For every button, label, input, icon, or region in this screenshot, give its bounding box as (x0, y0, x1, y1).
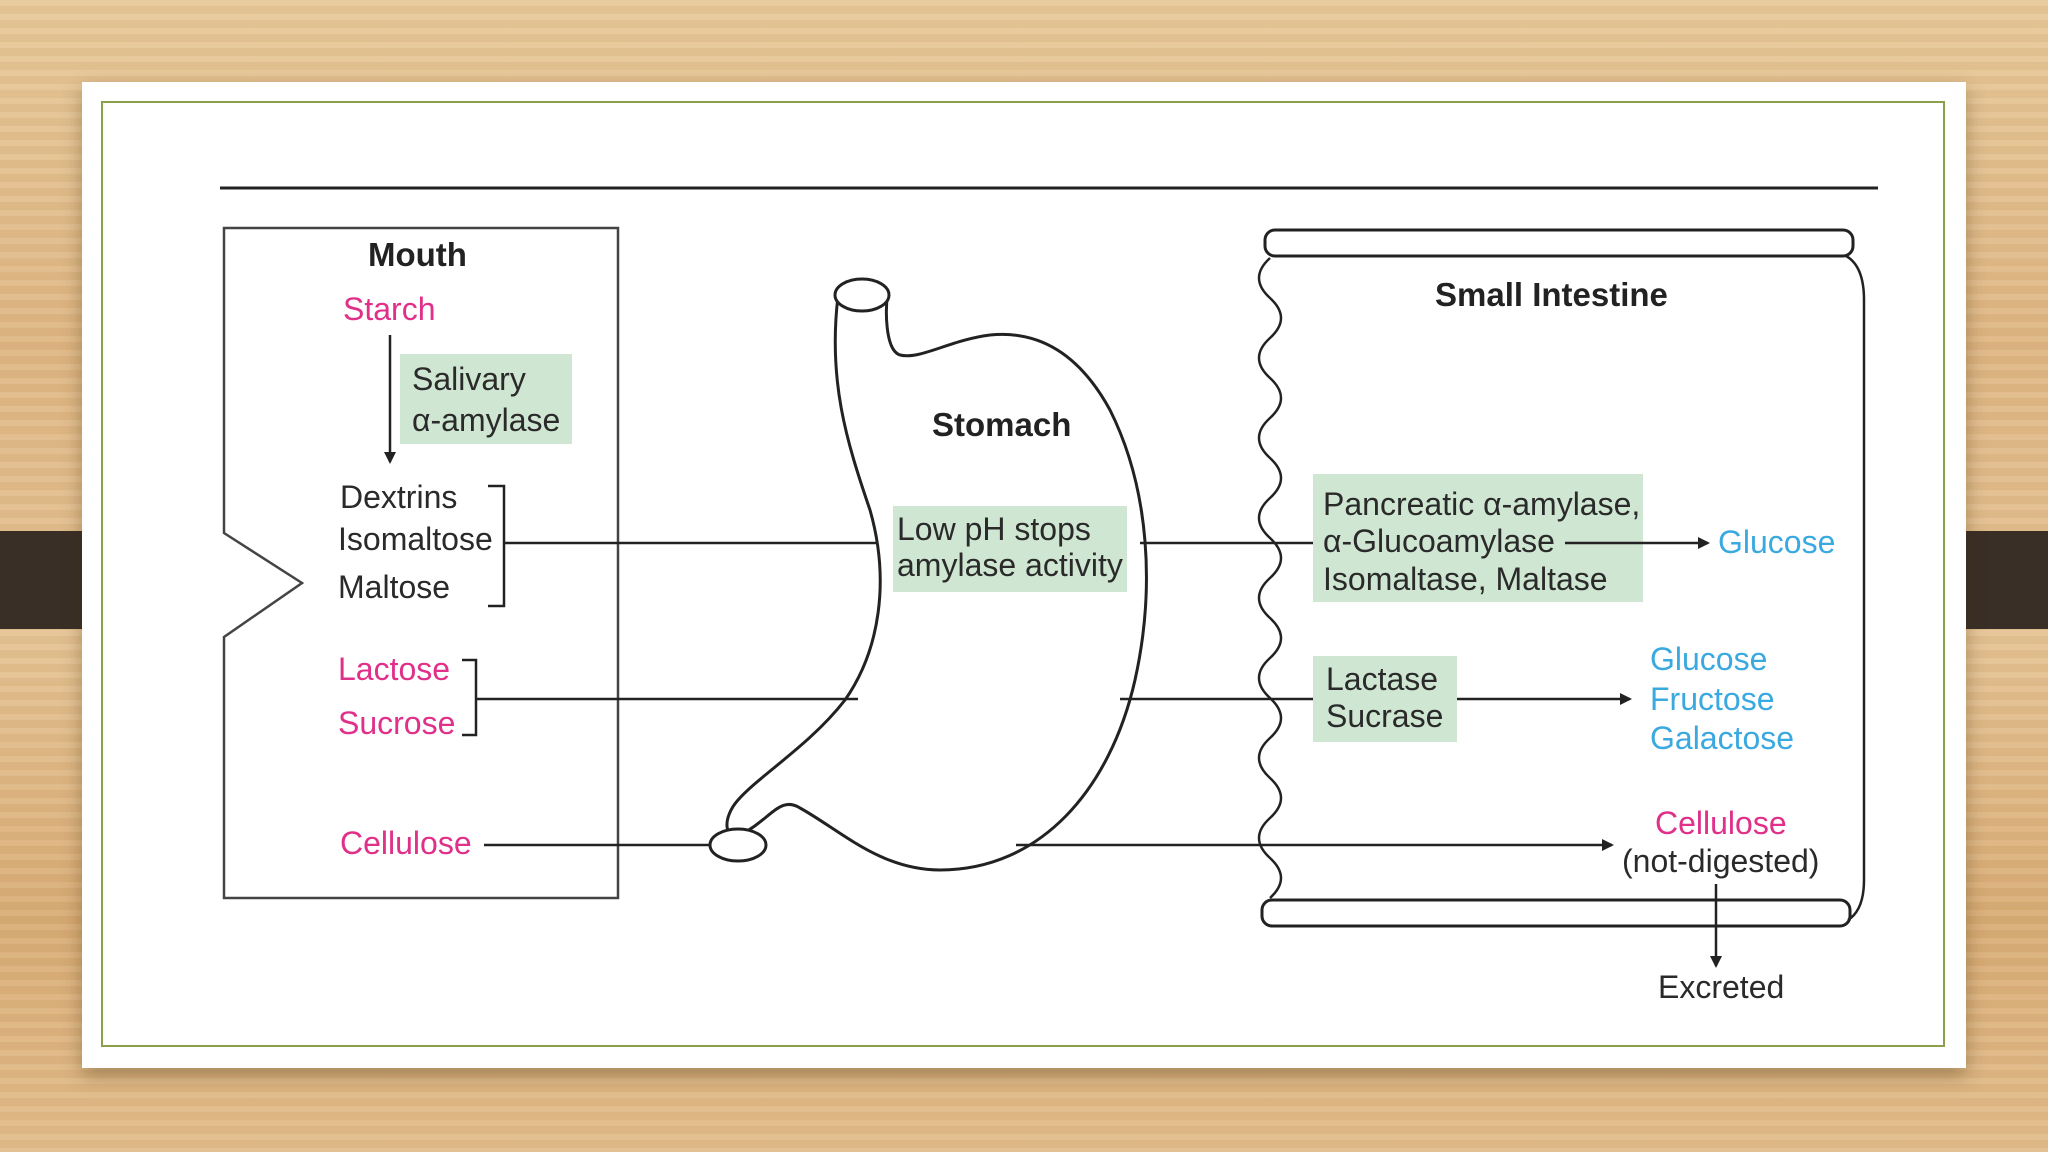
intestine-top-wall (1263, 228, 1855, 258)
stomach-outline (725, 289, 1148, 872)
dextrins-label: Dextrins (340, 479, 457, 515)
lactase-sucrase-box (1313, 656, 1457, 742)
salivary-enzyme-box (400, 354, 572, 444)
pancreatic-enzyme-box (1313, 474, 1643, 602)
cellulose-out-label: Cellulose (1655, 805, 1787, 841)
sucrose-label: Sucrose (338, 705, 455, 741)
intestine-title: Small Intestine (1435, 276, 1668, 313)
disaccharides-bracket (462, 658, 478, 737)
starch-label: Starch (343, 291, 435, 327)
stomach-note-box (893, 506, 1127, 592)
intestine-right-edge (1845, 254, 1866, 922)
stomach-note-line1: Low pH stops (897, 511, 1091, 547)
slide-border (101, 101, 1945, 1047)
mouth-box (222, 226, 620, 900)
not-digested-label: (not-digested) (1622, 843, 1819, 879)
salivary-enzyme-line2: α-amylase (412, 402, 560, 438)
salivary-enzyme-line1: Salivary (412, 361, 526, 397)
stomach-title: Stomach (932, 406, 1071, 443)
lactose-label: Lactose (338, 651, 450, 687)
stomach-note-line2: amylase activity (897, 547, 1123, 583)
glucose-label-2: Glucose (1650, 641, 1767, 677)
cellulose-label: Cellulose (340, 825, 472, 861)
maltose-label: Maltose (338, 569, 450, 605)
lactase-label: Lactase (1326, 661, 1438, 697)
pancreatic-enzyme-line3: Isomaltase, Maltase (1323, 561, 1608, 597)
intestine-wavy-edge (1257, 257, 1283, 899)
excreted-label: Excreted (1658, 969, 1784, 1005)
galactose-label: Galactose (1650, 720, 1794, 756)
glucose-product-label: Glucose (1718, 524, 1835, 560)
mouth-title: Mouth (368, 236, 467, 273)
intestine-bottom-wall (1260, 898, 1852, 928)
pancreatic-enzyme-line1: Pancreatic α-amylase, (1323, 486, 1640, 522)
fructose-label: Fructose (1650, 681, 1774, 717)
isomaltose-label: Isomaltose (338, 521, 493, 557)
pylorus-opening (708, 827, 768, 863)
pancreatic-enzyme-line2: α-Glucoamylase (1323, 523, 1555, 559)
products-bracket (488, 484, 506, 608)
sucrase-label: Sucrase (1326, 698, 1443, 734)
esophagus-opening (833, 277, 891, 313)
